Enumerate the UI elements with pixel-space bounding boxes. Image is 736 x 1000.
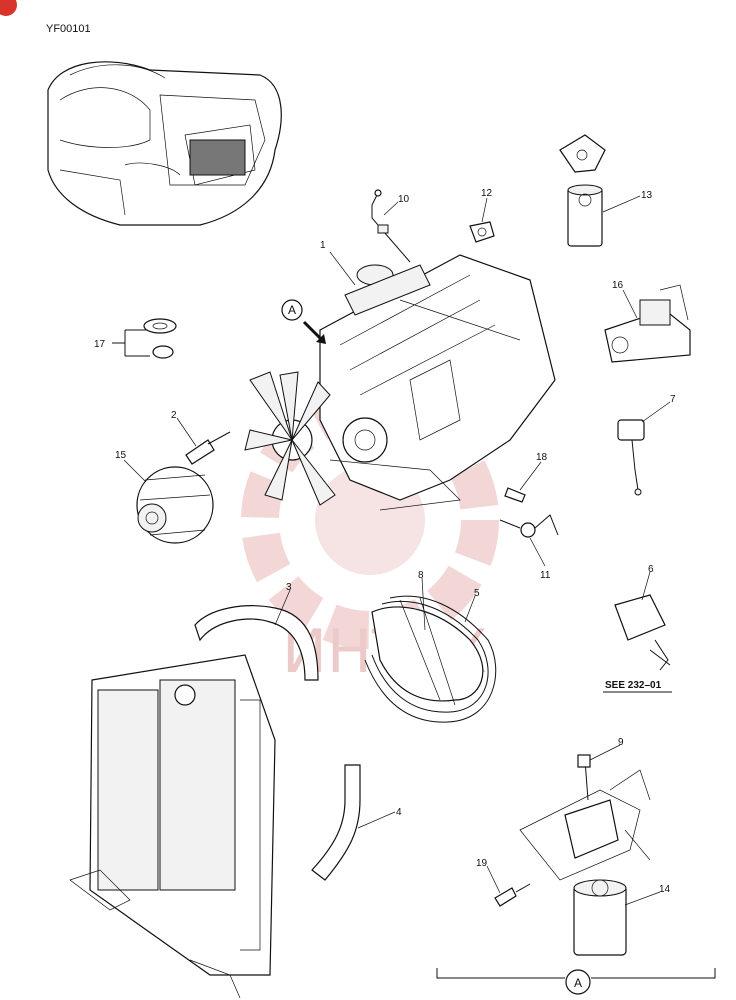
detail-marker-label: A [574, 976, 582, 990]
callout-10: 10 [398, 194, 410, 205]
part-12-gasket [469, 221, 495, 243]
engine-assembly [319, 254, 556, 511]
callout-5: 5 [474, 588, 480, 599]
part-15-alternator [136, 466, 214, 544]
part-11-temp-sensor [499, 514, 559, 538]
part-3-upper-hose [194, 605, 319, 681]
callout-13: 13 [641, 190, 653, 201]
radiator [69, 654, 276, 999]
part-14-oil-filter [573, 879, 627, 956]
part-19-pressure-switch [494, 883, 531, 907]
part-4-lower-hose [311, 764, 361, 881]
callout-19: 19 [476, 858, 488, 869]
callout-15: 15 [115, 450, 127, 461]
callout-17: 17 [94, 339, 106, 350]
callout-14: 14 [659, 884, 671, 895]
detail-a-bracket: A [436, 968, 716, 995]
part-13-fuel-filter [559, 134, 606, 247]
callout-3: 3 [286, 582, 292, 593]
callout-4: 4 [396, 807, 402, 818]
callout-2: 2 [171, 410, 177, 421]
view-marker-label: A [288, 303, 296, 317]
part-18-sensor [504, 487, 526, 503]
leader-lines [123, 195, 671, 906]
callout-18: 18 [536, 452, 548, 463]
callout-9: 9 [618, 737, 624, 748]
part-10-pipe [371, 189, 411, 263]
callout-labels: 1 2 3 4 5 6 7 8 9 10 11 12 13 14 15 16 1… [94, 188, 676, 895]
part-6-controller [614, 594, 671, 671]
part-7-solenoid [617, 419, 645, 496]
corner-badge [0, 0, 17, 16]
callout-11: 11 [540, 570, 551, 581]
detail-a-oil-filter-base [519, 754, 651, 881]
see-reference: SEE 232–01 [605, 680, 662, 691]
part-16-starter-motor [604, 284, 691, 363]
view-arrow: A [281, 299, 326, 344]
callout-8: 8 [418, 570, 424, 581]
callout-6: 6 [648, 564, 654, 575]
part-5-8-v-belts [364, 595, 497, 723]
callout-1: 1 [320, 240, 326, 251]
cooling-fan [244, 371, 336, 506]
part-2-glow-plug [185, 431, 231, 465]
doc-code: YF00101 [46, 23, 91, 35]
part-17-thermostat [112, 318, 177, 359]
callout-16: 16 [612, 280, 624, 291]
callout-12: 12 [481, 188, 493, 199]
callout-7: 7 [670, 394, 676, 405]
machine-overview-illustration [47, 61, 282, 226]
